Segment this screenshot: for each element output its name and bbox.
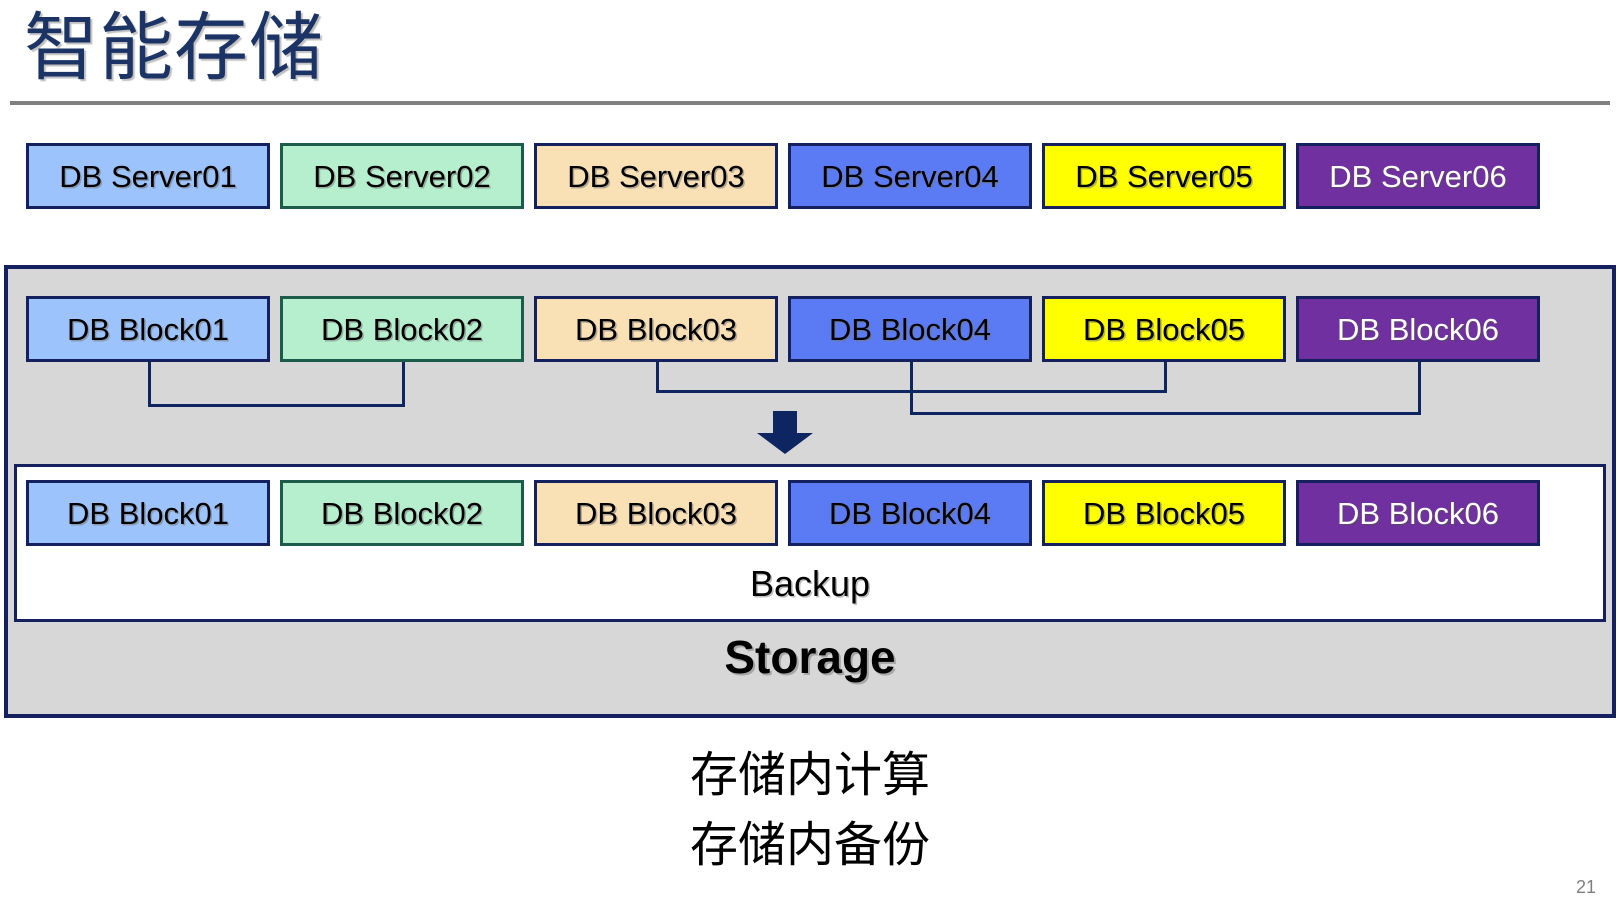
down-arrow-icon bbox=[757, 411, 813, 454]
connector-vertical-3 bbox=[656, 362, 659, 390]
db-server-chip-label: DB Server05 bbox=[1075, 158, 1253, 194]
backup-block-chip-2[interactable]: DB Block02 bbox=[280, 480, 524, 546]
db-block-chip-1[interactable]: DB Block01 bbox=[26, 296, 270, 362]
caption-line-2: 存储内备份 bbox=[689, 817, 930, 873]
backup-block-chip-label: DB Block03 bbox=[575, 495, 737, 531]
db-server-chip-1[interactable]: DB Server01 bbox=[26, 143, 270, 209]
connector-vertical-2 bbox=[402, 362, 405, 404]
db-server-chip-label: DB Server02 bbox=[313, 158, 491, 194]
db-block-chip-4[interactable]: DB Block04 bbox=[788, 296, 1032, 362]
db-block-chip-label: DB Block01 bbox=[67, 311, 229, 347]
backup-block-chip-label: DB Block06 bbox=[1337, 495, 1499, 531]
db-server-chip-6[interactable]: DB Server06 bbox=[1296, 143, 1540, 209]
db-server-chip-label: DB Server06 bbox=[1329, 158, 1507, 194]
backup-block-chip-5[interactable]: DB Block05 bbox=[1042, 480, 1286, 546]
db-block-chip-label: DB Block06 bbox=[1337, 311, 1499, 347]
db-server-chip-label: DB Server03 bbox=[567, 158, 745, 194]
db-server-chip-3[interactable]: DB Server03 bbox=[534, 143, 778, 209]
db-block-chip-5[interactable]: DB Block05 bbox=[1042, 296, 1286, 362]
db-server-chip-2[interactable]: DB Server02 bbox=[280, 143, 524, 209]
db-block-chip-label: DB Block05 bbox=[1083, 311, 1245, 347]
db-block-chip-3[interactable]: DB Block03 bbox=[534, 296, 778, 362]
page-title: 智能存储 bbox=[24, 6, 324, 89]
backup-block-chip-label: DB Block04 bbox=[829, 495, 991, 531]
title-divider bbox=[10, 101, 1610, 105]
backup-label: Backup bbox=[749, 563, 871, 604]
db-block-chip-label: DB Block02 bbox=[321, 311, 483, 347]
connector-vertical-1 bbox=[148, 362, 151, 404]
connector-horizontal-1 bbox=[148, 404, 405, 407]
backup-block-chip-3[interactable]: DB Block03 bbox=[534, 480, 778, 546]
db-block-chip-label: DB Block04 bbox=[829, 311, 991, 347]
connector-vertical-4 bbox=[1164, 362, 1167, 390]
backup-block-chip-4[interactable]: DB Block04 bbox=[788, 480, 1032, 546]
backup-block-chip-label: DB Block02 bbox=[321, 495, 483, 531]
db-block-chip-2[interactable]: DB Block02 bbox=[280, 296, 524, 362]
connector-vertical-5 bbox=[910, 362, 913, 412]
db-server-chip-label: DB Server01 bbox=[59, 158, 237, 194]
db-block-chip-6[interactable]: DB Block06 bbox=[1296, 296, 1540, 362]
db-block-chip-label: DB Block03 bbox=[575, 311, 737, 347]
db-server-chip-label: DB Server04 bbox=[821, 158, 999, 194]
backup-block-chip-1[interactable]: DB Block01 bbox=[26, 480, 270, 546]
db-server-chip-4[interactable]: DB Server04 bbox=[788, 143, 1032, 209]
connector-vertical-6 bbox=[1418, 362, 1421, 412]
connector-horizontal-3 bbox=[910, 412, 1421, 415]
backup-block-chip-label: DB Block01 bbox=[67, 495, 229, 531]
db-server-chip-5[interactable]: DB Server05 bbox=[1042, 143, 1286, 209]
storage-label: Storage bbox=[724, 631, 896, 683]
caption-line-1: 存储内计算 bbox=[689, 747, 930, 803]
page-number: 21 bbox=[1575, 877, 1596, 897]
backup-block-chip-6[interactable]: DB Block06 bbox=[1296, 480, 1540, 546]
backup-block-chip-label: DB Block05 bbox=[1083, 495, 1245, 531]
